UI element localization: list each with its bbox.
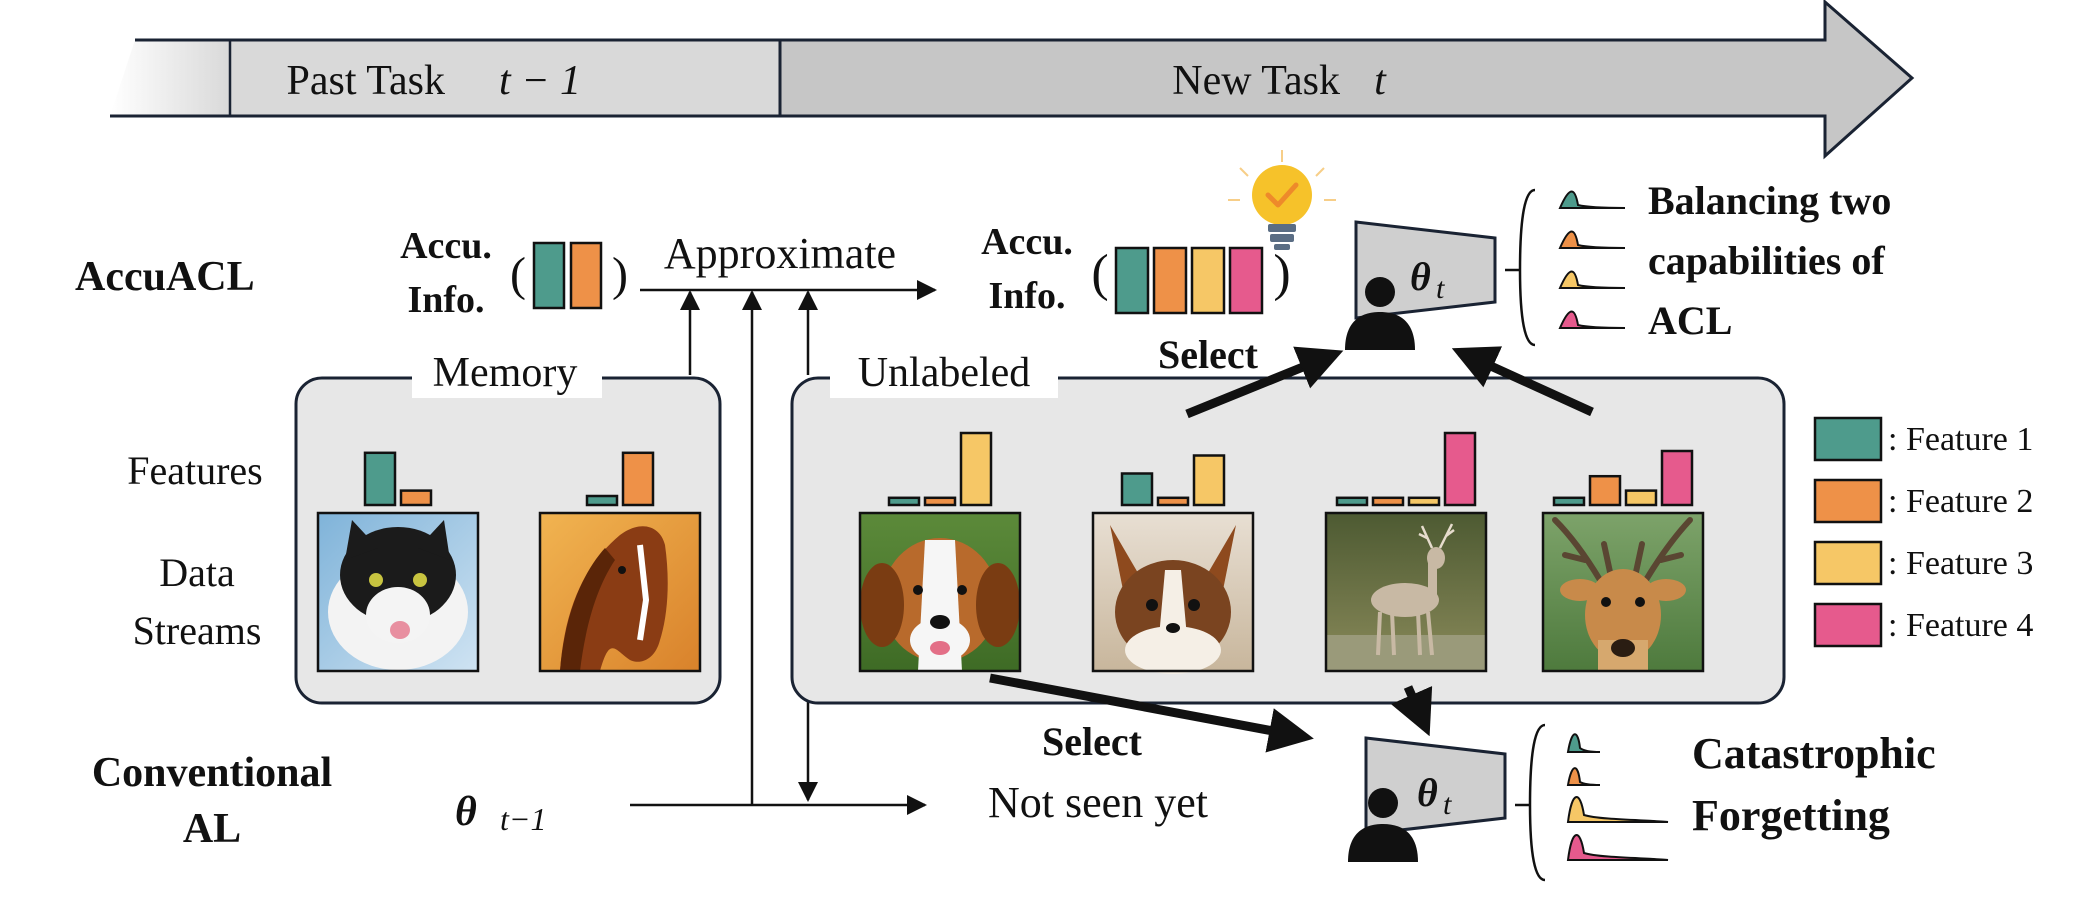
legend-swatch-4 bbox=[1813, 602, 1883, 648]
unlabeled-image-beagle bbox=[858, 511, 1022, 673]
memory-image-cat bbox=[316, 511, 480, 673]
approximate-label: Approximate bbox=[664, 229, 896, 278]
model-bottom: θ t bbox=[1348, 736, 1507, 862]
select-arrow-to-model-bottom-right bbox=[1390, 685, 1433, 737]
deer-standing-feature-4-bar bbox=[1443, 431, 1477, 507]
deer-portrait-feature-4-bar bbox=[1660, 449, 1694, 507]
model-bottom-subscript: t bbox=[1443, 788, 1452, 821]
new-task-var: t bbox=[1374, 58, 1387, 104]
new-task-label: New Task bbox=[1172, 58, 1340, 104]
deer-portrait-feature-3-bar bbox=[1624, 489, 1658, 507]
unlabeled-title: Unlabeled bbox=[858, 350, 1031, 396]
horse-feature-1-bar bbox=[585, 494, 619, 507]
left-paren-close: ) bbox=[612, 248, 628, 301]
select-arrow-to-model-right bbox=[1451, 346, 1594, 417]
select-arrow-to-model-left bbox=[1185, 346, 1344, 419]
beagle-feature-1-bar bbox=[887, 496, 921, 507]
accu-right-feature-4 bbox=[1228, 246, 1264, 315]
model-top: θ t bbox=[1345, 220, 1497, 350]
unlabeled-feature-bars bbox=[887, 431, 1694, 507]
balanced-distributions bbox=[1505, 188, 1626, 347]
model-top-theta: θ bbox=[1410, 254, 1431, 299]
data-streams-label-line1: Data bbox=[159, 550, 235, 595]
unlabeled-image-deer-portrait bbox=[1541, 511, 1705, 673]
memory-image-horse bbox=[538, 511, 702, 673]
accu-left-feature-2 bbox=[569, 241, 603, 310]
past-task-label: Past Task bbox=[287, 58, 445, 104]
legend-swatch-2 bbox=[1813, 478, 1883, 524]
legend-swatch-1 bbox=[1813, 416, 1883, 462]
deer-standing-feature-2-bar bbox=[1371, 496, 1405, 507]
select-bottom-label: Select bbox=[1042, 719, 1143, 764]
timeline-new-segment bbox=[778, 0, 1915, 160]
accu-right-feature-1 bbox=[1114, 246, 1150, 315]
forget-label-line2: Forgetting bbox=[1692, 791, 1890, 840]
legend-label-1: : Feature 1 bbox=[1888, 421, 2033, 458]
cat-feature-2-bar bbox=[399, 489, 433, 507]
deer-standing-feature-1-bar bbox=[1335, 496, 1369, 507]
features-label: Features bbox=[127, 448, 263, 493]
not-seen-label: Not seen yet bbox=[988, 778, 1208, 827]
unlabeled-image-chihuahua bbox=[1091, 511, 1255, 674]
timeline-fade bbox=[110, 40, 230, 116]
legend-label-3: : Feature 3 bbox=[1888, 545, 2033, 582]
feature-legend: : Feature 1 : Feature 2 : Feature 3 : Featu… bbox=[1813, 416, 2033, 648]
model-top-subscript: t bbox=[1436, 272, 1445, 305]
timeline: Past Task t − 1 New Task t bbox=[110, 0, 1915, 160]
past-task-var: t − 1 bbox=[499, 58, 581, 104]
accuacl-label: AccuACL bbox=[75, 254, 255, 300]
deer-portrait-feature-1-bar bbox=[1552, 496, 1586, 507]
theta-prev-subscript: t−1 bbox=[500, 801, 546, 837]
chihuahua-feature-2-bar bbox=[1156, 496, 1190, 507]
legend-swatch-3 bbox=[1813, 540, 1883, 586]
memory-title: Memory bbox=[433, 350, 578, 396]
accu-left-feature-1 bbox=[532, 241, 566, 310]
right-paren-open: ( bbox=[1091, 245, 1108, 302]
cat-feature-1-bar bbox=[363, 451, 397, 507]
memory-feature-bars bbox=[363, 451, 655, 507]
user-icon bbox=[1348, 788, 1418, 862]
forget-label-line1: Catastrophic bbox=[1692, 729, 1936, 778]
right-paren-close: ) bbox=[1273, 245, 1290, 302]
beagle-feature-2-bar bbox=[923, 496, 957, 507]
chihuahua-feature-3-bar bbox=[1192, 454, 1226, 507]
deer-standing-feature-3-bar bbox=[1407, 496, 1441, 507]
accu-right-feature-2 bbox=[1152, 246, 1188, 315]
accu-right-feature-3 bbox=[1190, 246, 1226, 315]
select-top-label: Select bbox=[1158, 332, 1259, 377]
balance-label-line2: capabilities of bbox=[1648, 238, 1885, 283]
horse-feature-2-bar bbox=[621, 451, 655, 507]
conventional-label-line2: AL bbox=[183, 806, 241, 852]
accu-info-left-line2: Info. bbox=[407, 279, 484, 321]
balance-label-line1: Balancing two bbox=[1648, 178, 1891, 223]
timeline-past-segment bbox=[230, 40, 780, 116]
accu-info-left-line1: Accu. bbox=[400, 225, 492, 267]
legend-label-2: : Feature 2 bbox=[1888, 483, 2033, 520]
unlabeled-image-deer-standing bbox=[1324, 511, 1488, 673]
accu-info-right-line2: Info. bbox=[988, 275, 1065, 317]
deer-portrait-feature-2-bar bbox=[1588, 474, 1622, 507]
theta-prev-symbol: θ bbox=[455, 789, 477, 835]
beagle-feature-3-bar bbox=[959, 431, 993, 507]
forgetting-distributions bbox=[1515, 723, 1669, 882]
left-paren-open: ( bbox=[510, 248, 526, 301]
model-bottom-theta: θ bbox=[1417, 770, 1438, 815]
balance-label-line3: ACL bbox=[1648, 298, 1732, 343]
select-arrow-to-model-bottom-left bbox=[989, 673, 1314, 753]
lightbulb-icon bbox=[1228, 150, 1336, 250]
chihuahua-feature-1-bar bbox=[1120, 472, 1154, 507]
conventional-label-line1: Conventional bbox=[92, 750, 332, 796]
data-streams-label-line2: Streams bbox=[133, 608, 262, 653]
legend-label-4: : Feature 4 bbox=[1888, 607, 2033, 644]
user-icon bbox=[1345, 277, 1415, 350]
unlabeled-panel: Unlabeled bbox=[790, 350, 1786, 705]
accu-info-right-line1: Accu. bbox=[981, 221, 1073, 263]
